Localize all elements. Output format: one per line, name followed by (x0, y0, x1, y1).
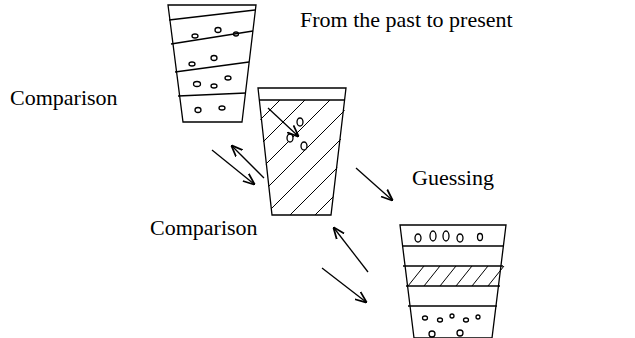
arrow (356, 168, 392, 200)
future-strata-cup (400, 225, 506, 338)
present-strata-cup (258, 88, 346, 215)
arrow-label: Guessing (412, 166, 494, 190)
arrow-label: Comparison (10, 86, 118, 110)
label-holder: From the past to present (300, 8, 513, 32)
label-holder: Comparison (10, 86, 118, 110)
arrow (232, 146, 264, 178)
arrow-label: Comparison (150, 216, 258, 240)
arrow (212, 150, 254, 184)
arrow-label: From the past to present (300, 8, 513, 32)
arrow (334, 228, 368, 272)
label-holder: Guessing (412, 166, 494, 190)
past-strata-cup (168, 5, 256, 122)
arrow (322, 268, 366, 302)
arrow (268, 108, 298, 136)
label-holder: Comparison (150, 216, 258, 240)
